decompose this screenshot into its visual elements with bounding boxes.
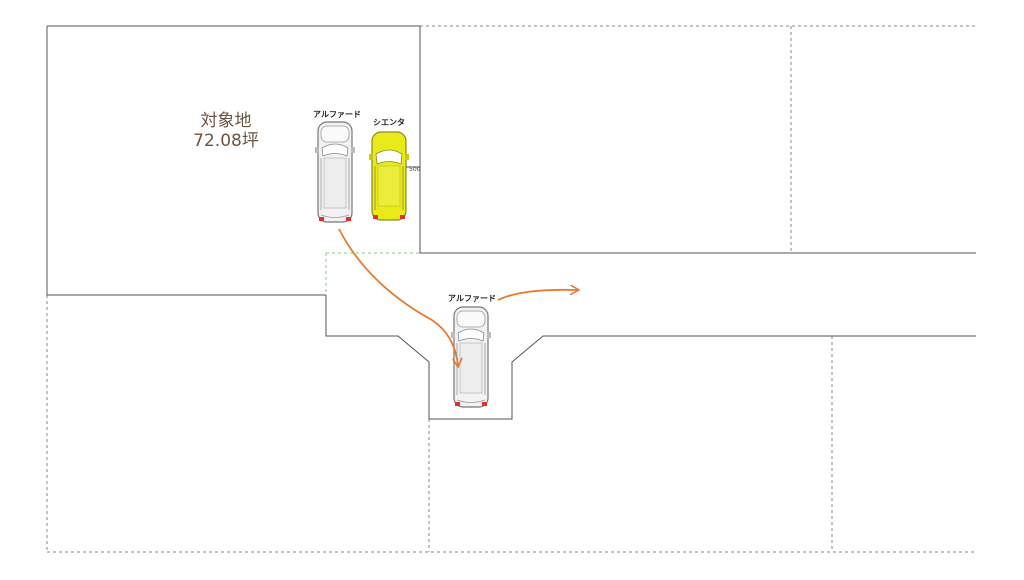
alphard-parked-car <box>314 121 356 223</box>
alphard-parked-label: アルファード <box>313 110 361 119</box>
reverse-path-arrow <box>338 228 458 366</box>
guide-lines <box>325 252 420 295</box>
neighbor-boundaries <box>46 25 976 553</box>
alphard-moving-label: アルファード <box>448 294 496 303</box>
exit-path-arrow <box>497 290 578 301</box>
site-area: 72.08坪 <box>193 131 259 151</box>
sienta-car <box>368 131 410 221</box>
road-outline <box>325 295 976 420</box>
target-lot-outline <box>47 25 976 254</box>
sienta-label: シエンタ <box>373 117 405 127</box>
dimension-label: 500 <box>409 166 421 173</box>
site-title: 対象地 <box>201 111 252 131</box>
lot-lines <box>46 25 976 420</box>
